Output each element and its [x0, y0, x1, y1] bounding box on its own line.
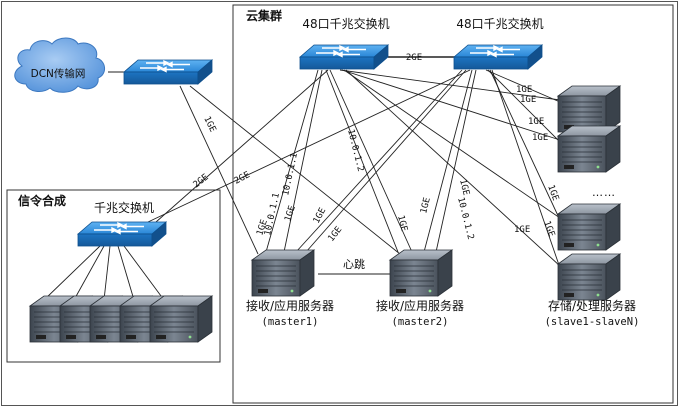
ge-label: 1GE [514, 225, 530, 235]
gigabit-switch [77, 221, 167, 247]
ge-label: 1GE [457, 178, 471, 196]
ge-label: 1GE [419, 197, 433, 215]
ge-label: 1GE [395, 214, 409, 232]
inter-switch-label: 2GE [406, 53, 422, 63]
ge-label: 1GE [255, 218, 270, 237]
ge-label: 1GE [326, 225, 344, 244]
signaling-servers [29, 295, 213, 343]
switch-48-right-label: 48口千兆交换机 [456, 16, 543, 31]
edge-switch [123, 59, 213, 85]
storage-id: (slave1-slaveN) [545, 316, 640, 328]
storage-ellipsis: …… [592, 186, 616, 199]
server-master1 [251, 249, 315, 297]
gigabit-switch-label: 千兆交换机 [94, 200, 154, 215]
ge-label: 1GE [283, 204, 298, 223]
ge-label: 1GE [528, 117, 544, 127]
storage-name: 存储/处理服务器 [548, 298, 636, 313]
ip-label-2b: 10.0.1.2 [455, 196, 475, 240]
two-ge-label-a: 2GE [192, 172, 211, 190]
ge-label: 1GE [545, 184, 560, 203]
master2-id: (master2) [392, 316, 449, 328]
cloud-cluster-region [232, 4, 674, 404]
master2-name: 接收/应用服务器 [376, 298, 464, 313]
heartbeat-label: 心跳 [343, 257, 365, 271]
ge-label: 1GE [520, 95, 536, 105]
master1-name: 接收/应用服务器 [246, 298, 334, 313]
dcn-label: DCN传输网 [31, 67, 86, 80]
switch-48-left-label: 48口千兆交换机 [302, 16, 389, 31]
ip-label-2: 10.0.1.2 [345, 128, 365, 172]
ge-label: 1GE [532, 133, 548, 143]
ge-label: 1GE [516, 85, 532, 95]
signaling-region [6, 189, 221, 363]
cloud-cluster-title: 云集群 [246, 8, 282, 23]
master1-id: (master1) [262, 316, 319, 328]
signaling-title: 信令合成 [18, 193, 66, 208]
connection-lines [43, 56, 561, 301]
dcn-cloud [14, 37, 105, 93]
server-master2 [389, 249, 453, 297]
ge-label: 1GE [541, 220, 556, 239]
ge-label: 1GE [312, 206, 328, 225]
switch-48-left [299, 44, 389, 70]
switch-48-right [453, 44, 543, 70]
ge-label: 1GE [201, 115, 217, 134]
two-ge-label-b: 2GE [233, 170, 252, 186]
